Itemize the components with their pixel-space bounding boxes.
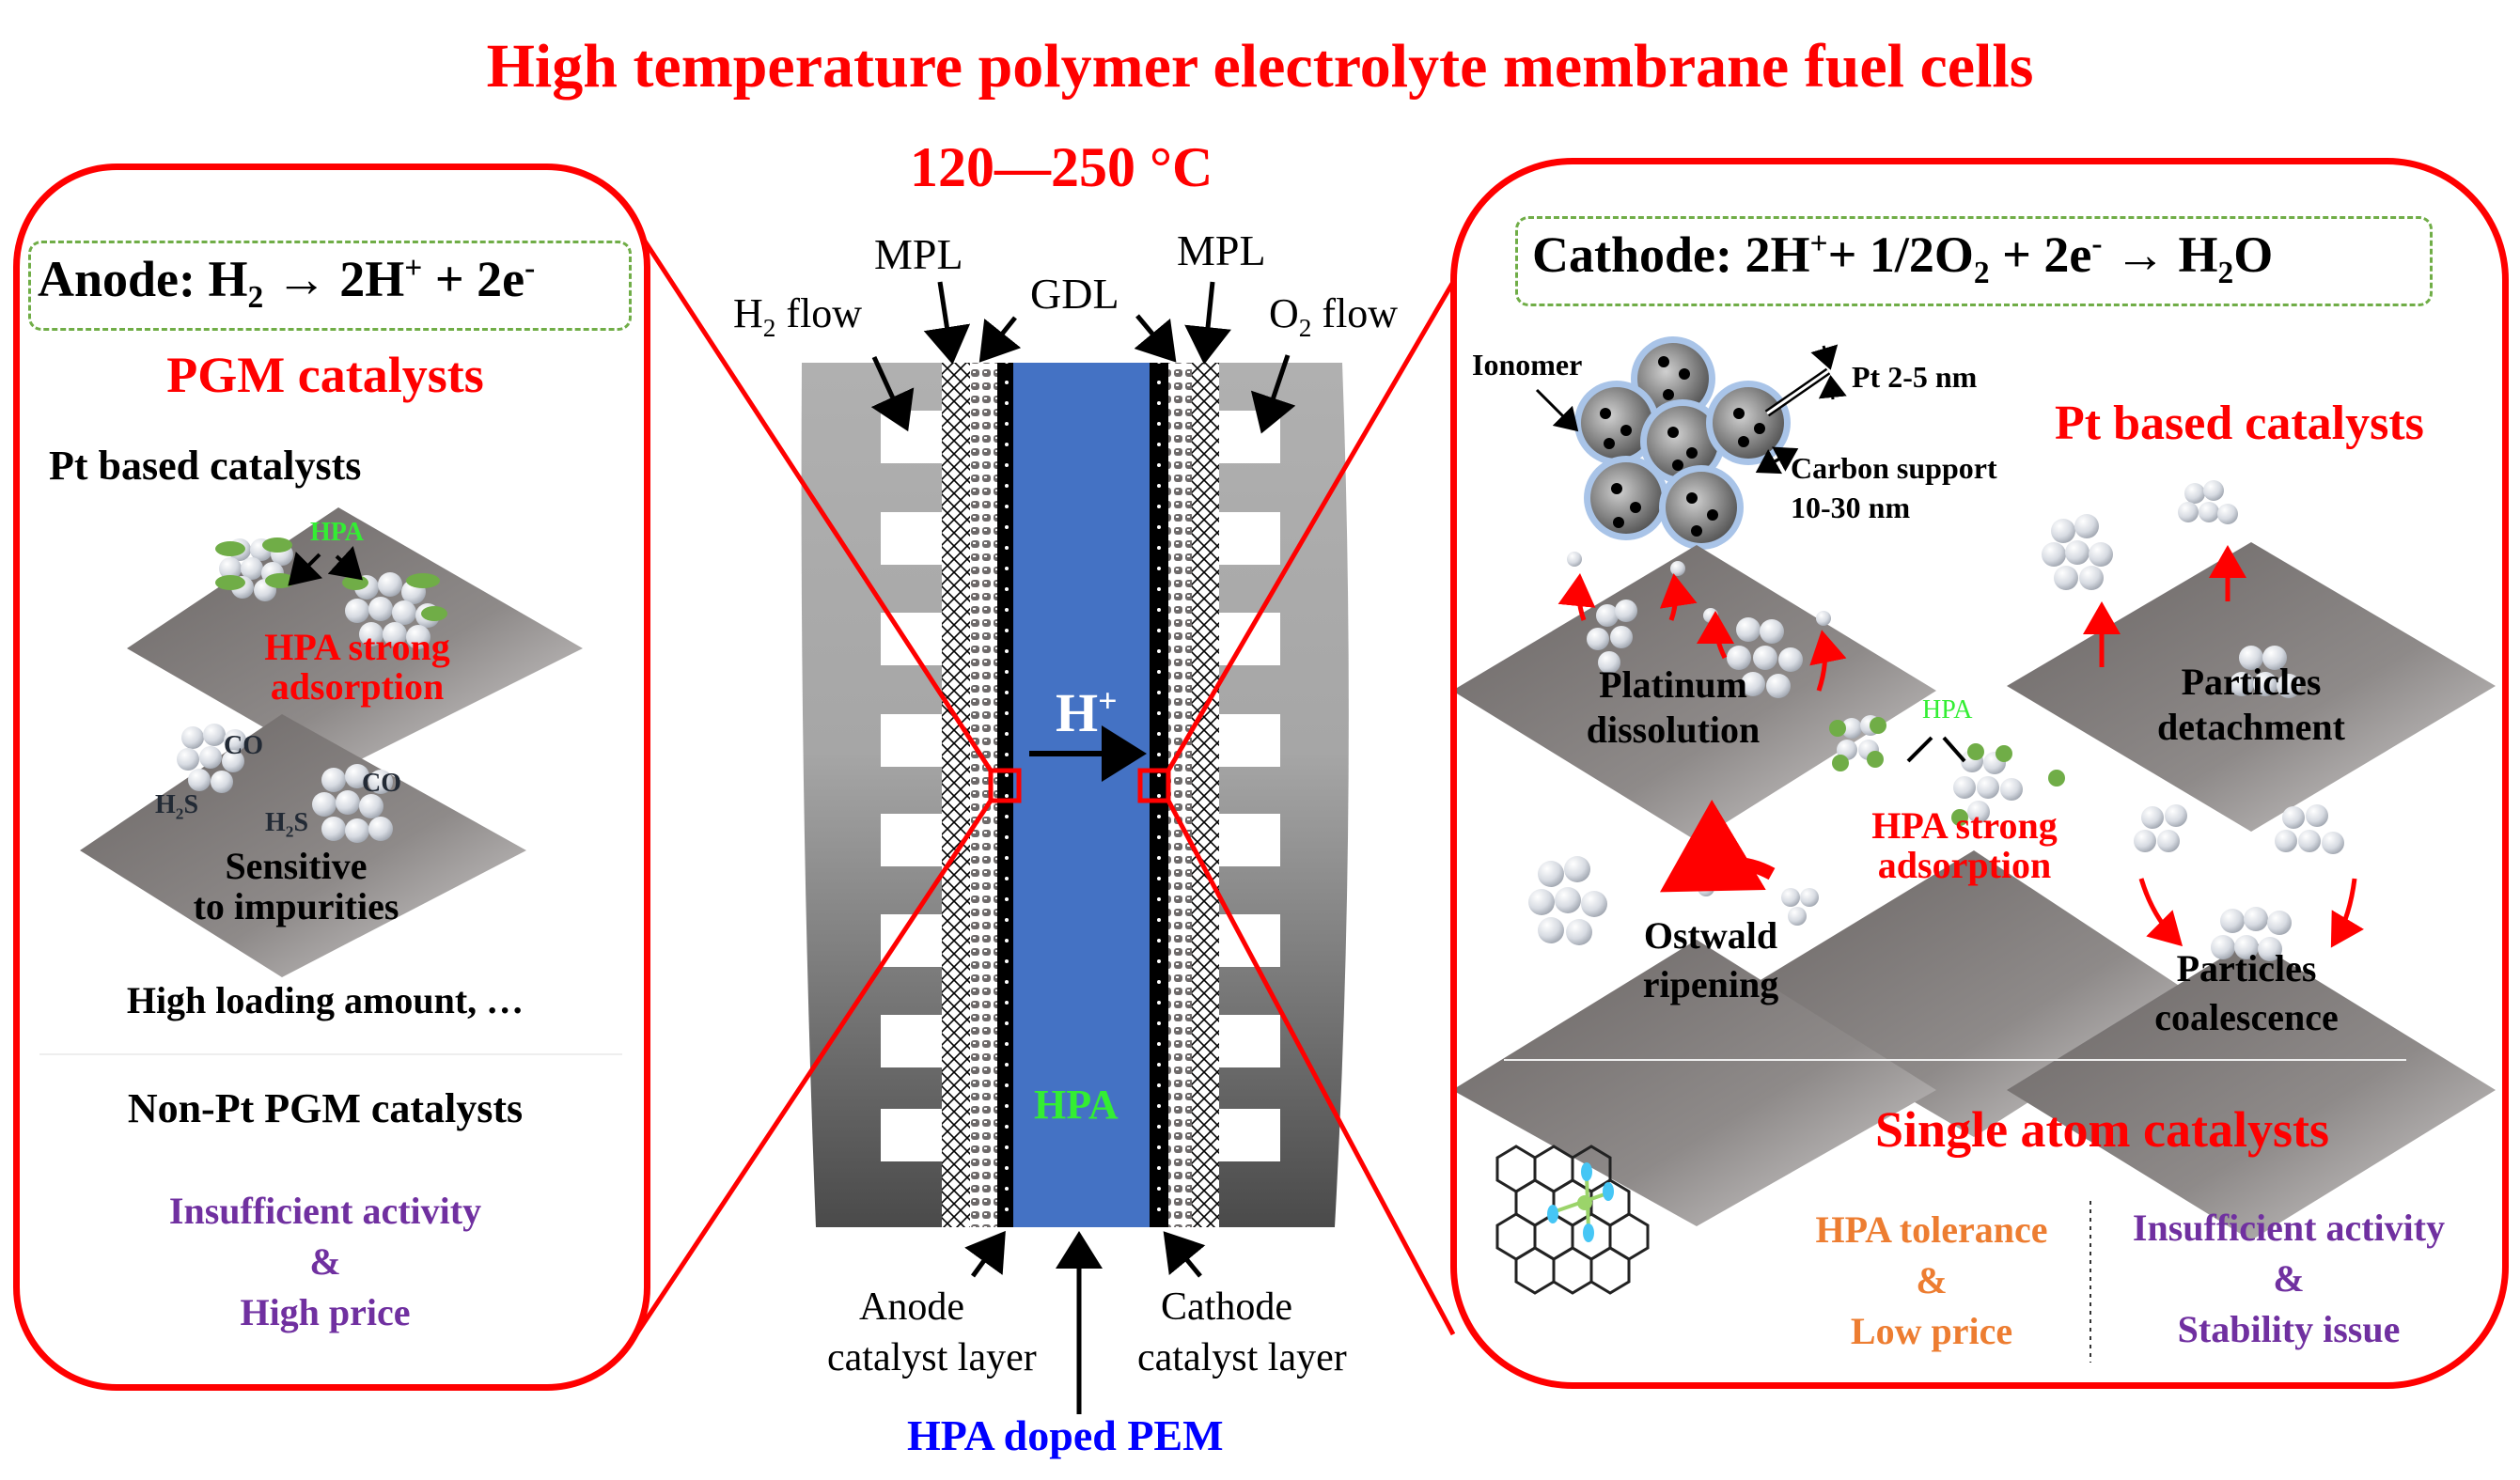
- pt-size-label: Pt 2-5 nm: [1852, 360, 1978, 394]
- anode-equation: Anode: H2 → 2H+ + 2e-: [38, 251, 536, 315]
- sac-heading: Single atom catalysts: [1875, 1101, 2329, 1158]
- anode-flow-channels: [881, 411, 943, 1161]
- cathode-mpl-layer: [1192, 363, 1219, 1227]
- h2-flow-arrow: [870, 355, 915, 432]
- impurity-h2s-1: H2S: [155, 790, 199, 823]
- anode-divider: [39, 1053, 622, 1055]
- cathode-hpa-label: HPA: [1922, 695, 1973, 724]
- cathode-connector-bottom: [1166, 799, 1456, 1336]
- anode-hpa-arrow-right: [327, 546, 363, 581]
- cathode-cl-arrow: [1163, 1231, 1206, 1278]
- membrane-hpa-label: HPA: [1034, 1082, 1119, 1128]
- loading-label: High loading amount, …: [126, 979, 524, 1021]
- pt-size-arrow-bottom: [1818, 375, 1847, 400]
- cathode-flow-channels: [1219, 411, 1280, 1161]
- o2-flow-arrow: [1250, 354, 1296, 434]
- anode-hpa-tile: [127, 507, 583, 771]
- cathode-bipolar-plate: [1219, 363, 1349, 1227]
- gdl-right-arrow: [1134, 314, 1177, 363]
- o2-flow-label: O2 flow: [1269, 290, 1399, 342]
- impurity-co-1: CO: [224, 731, 263, 760]
- cathode-equation: Cathode: 2H++ 1/2O2 + 2e- → H2O: [1532, 226, 2274, 290]
- cathode-panel: [1450, 158, 2509, 1389]
- anode-hpa-molecules: [215, 537, 447, 621]
- cathode-zoom-marker: [1137, 768, 1171, 803]
- anode-catalyst-layer: [997, 363, 1013, 1227]
- single-atom-site: [1547, 1162, 1614, 1242]
- mpl-right-label: MPL: [1177, 226, 1266, 274]
- temperature-range: 120—250 °C: [910, 136, 1213, 198]
- degradation-red-arrows: [1557, 545, 2365, 948]
- cathode-hpa-arrow-right: [1942, 736, 1966, 763]
- pt-size-leader-inner: [1766, 369, 1829, 415]
- proton-label: H+: [1056, 681, 1118, 743]
- h2-flow-label: H2 flow: [733, 290, 863, 342]
- pgm-heading: PGM catalysts: [166, 347, 484, 403]
- sac-cons: Insufficient activity&Stability issue: [2132, 1207, 2446, 1350]
- anode-zoom-marker: [988, 768, 1022, 803]
- pem-label: HPA doped PEM: [907, 1411, 1224, 1459]
- mpl-left-arrow: [923, 281, 971, 365]
- cathode-catalyst-layer: [1150, 363, 1168, 1227]
- cathode-hpa-molecules: [1829, 717, 2065, 826]
- mpl-right-arrow: [1184, 281, 1231, 365]
- ionomer-arrow: [1535, 388, 1579, 432]
- anode-bipolar-plate: [801, 363, 942, 1227]
- cathode-connector-top: [1166, 280, 1456, 772]
- non-pt-issues: Insufficient activity&High price: [168, 1190, 482, 1333]
- impurity-co-2: CO: [362, 769, 401, 798]
- mpl-left-label: MPL: [874, 230, 963, 278]
- carbon-support-particles: [1574, 336, 1791, 550]
- anode-equation-box: [28, 241, 632, 331]
- cathode-equation-box: [1515, 216, 2433, 306]
- anode-cl-arrow: [964, 1230, 1006, 1278]
- sac-pros: HPA tolerance&Low price: [1815, 1208, 2048, 1352]
- cathode-gdl-layer: [1168, 363, 1192, 1227]
- membrane: [1013, 363, 1150, 1227]
- anode-pt-clusters: [177, 538, 440, 843]
- anode-connector-bottom: [634, 799, 994, 1336]
- anode-panel: [13, 164, 650, 1391]
- non-pt-heading: Non-Pt PGM catalysts: [127, 1085, 524, 1131]
- gdl-left-arrow: [978, 316, 1022, 363]
- cathode-pt-heading: Pt based catalysts: [2055, 397, 2424, 450]
- cathode-divider: [1504, 1059, 2406, 1061]
- anode-pt-heading: Pt based catalysts: [49, 443, 362, 489]
- diagram-title: High temperature polymer electrolyte mem…: [486, 32, 2034, 101]
- anode-gdl-layer: [970, 363, 997, 1227]
- anode-mpl-layer: [942, 363, 970, 1227]
- impurity-h2s-2: H2S: [265, 808, 309, 841]
- pt-size-arrow-top: [1810, 344, 1839, 370]
- carbon-size-arrow-2: [1755, 449, 1794, 475]
- anode-hpa-label: HPA: [310, 518, 365, 547]
- anode-hpa-arrow-left: [288, 551, 323, 586]
- degradation-tiles: [1452, 542, 2496, 1240]
- anode-connector-top: [641, 238, 994, 772]
- gdl-label: GDL: [1030, 270, 1119, 318]
- ionomer-label: Ionomer: [1472, 348, 1583, 382]
- cathode-hpa-arrow-left: [1906, 736, 1933, 763]
